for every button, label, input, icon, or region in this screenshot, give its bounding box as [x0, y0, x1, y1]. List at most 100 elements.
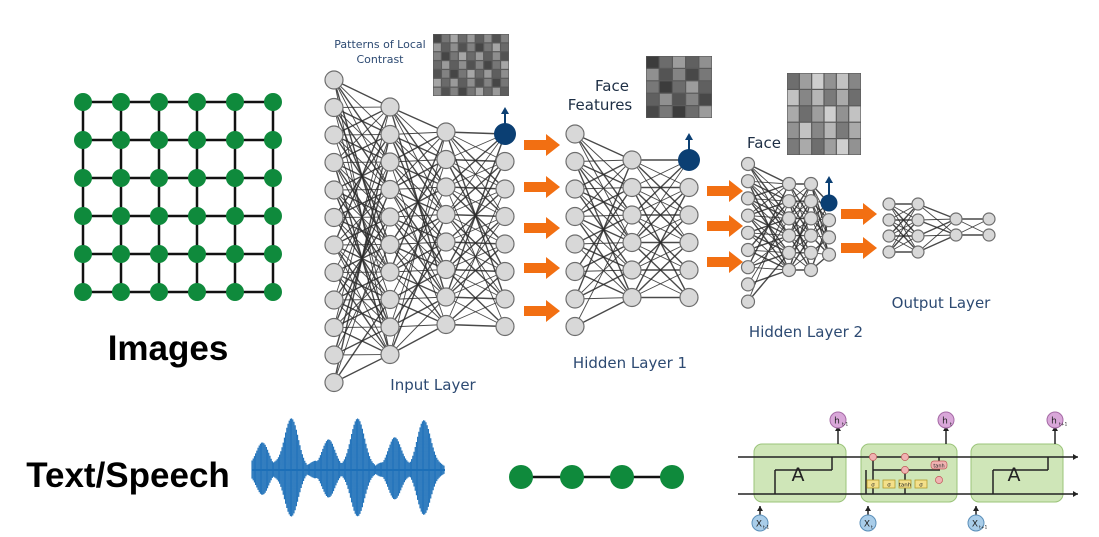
neuron: [781, 228, 797, 243]
lstm-gate-label: tanh: [899, 483, 912, 489]
grid-node: [74, 207, 92, 225]
face-features-label-line1: Face: [595, 77, 629, 95]
neuron: [740, 156, 756, 172]
neuron: [821, 247, 837, 262]
neuron: [622, 260, 642, 280]
neuron: [911, 213, 925, 227]
grid-node: [74, 169, 92, 187]
neuron: [740, 242, 756, 258]
lstm-output-subscript: t+1: [1059, 422, 1068, 428]
neuron: [821, 230, 837, 245]
neuron: [911, 229, 925, 243]
lstm-input-label: X: [864, 520, 870, 530]
neuron: [949, 212, 963, 226]
neuron: [565, 124, 585, 144]
neuron: [679, 205, 699, 225]
grid-node: [150, 245, 168, 263]
lstm-cell-left: [753, 443, 847, 503]
patterns-label-line1: Patterns of Local: [334, 38, 425, 51]
face-features-thumbnail: [646, 56, 712, 118]
neuron: [911, 197, 925, 211]
neuron: [436, 177, 456, 197]
flow-arrow: [524, 300, 560, 322]
grid-node: [150, 93, 168, 111]
neuron: [436, 287, 456, 307]
lstm-output-node: [937, 411, 955, 429]
neuron: [803, 245, 819, 260]
neuron: [324, 70, 344, 90]
output-layer-label: Output Layer: [892, 294, 992, 312]
neuron: [495, 179, 515, 199]
neuron: [622, 177, 642, 198]
lstm-input-subscript: t+1: [979, 525, 988, 531]
lstm-cell-right-label: A: [1008, 464, 1021, 486]
images-label: Images: [108, 329, 229, 368]
neuron: [679, 260, 699, 280]
neuron: [565, 234, 585, 254]
lstm-tanh-label: tanh: [933, 464, 944, 470]
neuron: [380, 289, 400, 310]
hidden-layer-1-label: Hidden Layer 1: [573, 354, 687, 372]
neuron: [803, 211, 819, 226]
grid-node: [226, 169, 244, 187]
neuron: [911, 245, 925, 259]
grid-node: [226, 207, 244, 225]
lstm-input-subscript: t: [871, 525, 873, 531]
grid-node: [112, 93, 130, 111]
grid-node: [226, 245, 244, 263]
lstm-output-subscript: t-1: [842, 422, 848, 428]
network-panel-2: [565, 124, 700, 337]
neuron: [565, 316, 585, 337]
neuron: [380, 344, 400, 365]
neuron: [882, 213, 896, 227]
neuron: [324, 207, 344, 228]
sequence-chain: [509, 465, 684, 489]
neuron: [803, 176, 819, 192]
lstm-input-node: [751, 514, 769, 532]
neuron: [781, 194, 797, 209]
neuron: [380, 207, 400, 227]
active-output-neuron: [494, 123, 516, 145]
patterns-label-line2: Contrast: [356, 53, 404, 66]
face-label: Face: [747, 134, 781, 152]
neuron: [982, 212, 996, 226]
input-layer-label: Input Layer: [390, 376, 476, 394]
face-features-label-line2: Features: [568, 96, 633, 114]
lstm-input-node: [967, 514, 985, 532]
lstm-gate: [898, 479, 912, 489]
grid-node: [150, 131, 168, 149]
neuron: [436, 122, 456, 142]
neuron: [436, 232, 456, 252]
grid-node: [188, 283, 206, 301]
neuron: [821, 213, 837, 228]
flow-arrow: [841, 203, 877, 225]
flow-arrows: [524, 134, 877, 322]
grid-node: [112, 131, 130, 149]
grid-node: [264, 131, 282, 149]
flow-arrow: [707, 215, 743, 237]
hidden-layer-2-label: Hidden Layer 2: [749, 323, 863, 341]
lstm-gate-label: σ: [887, 483, 891, 489]
neuron: [324, 152, 344, 173]
neuron: [324, 235, 344, 255]
grid-node: [188, 207, 206, 225]
neuron: [740, 225, 756, 240]
grid-node: [112, 245, 130, 263]
neuron: [380, 97, 400, 117]
neuron: [495, 206, 515, 227]
grid-node: [150, 169, 168, 187]
lstm-gate: [914, 479, 928, 489]
neuron: [740, 208, 756, 223]
grid-node: [112, 169, 130, 187]
grid-node: [74, 283, 92, 301]
neuron: [740, 294, 756, 309]
lstm-input-label: X: [756, 520, 762, 530]
neuron: [495, 151, 515, 172]
patterns-thumbnail: [433, 34, 509, 96]
neuron: [679, 177, 699, 198]
neuron: [495, 261, 515, 282]
image-grid: [74, 93, 282, 301]
neuron: [495, 289, 515, 309]
lstm-pointwise-op: [869, 453, 877, 461]
